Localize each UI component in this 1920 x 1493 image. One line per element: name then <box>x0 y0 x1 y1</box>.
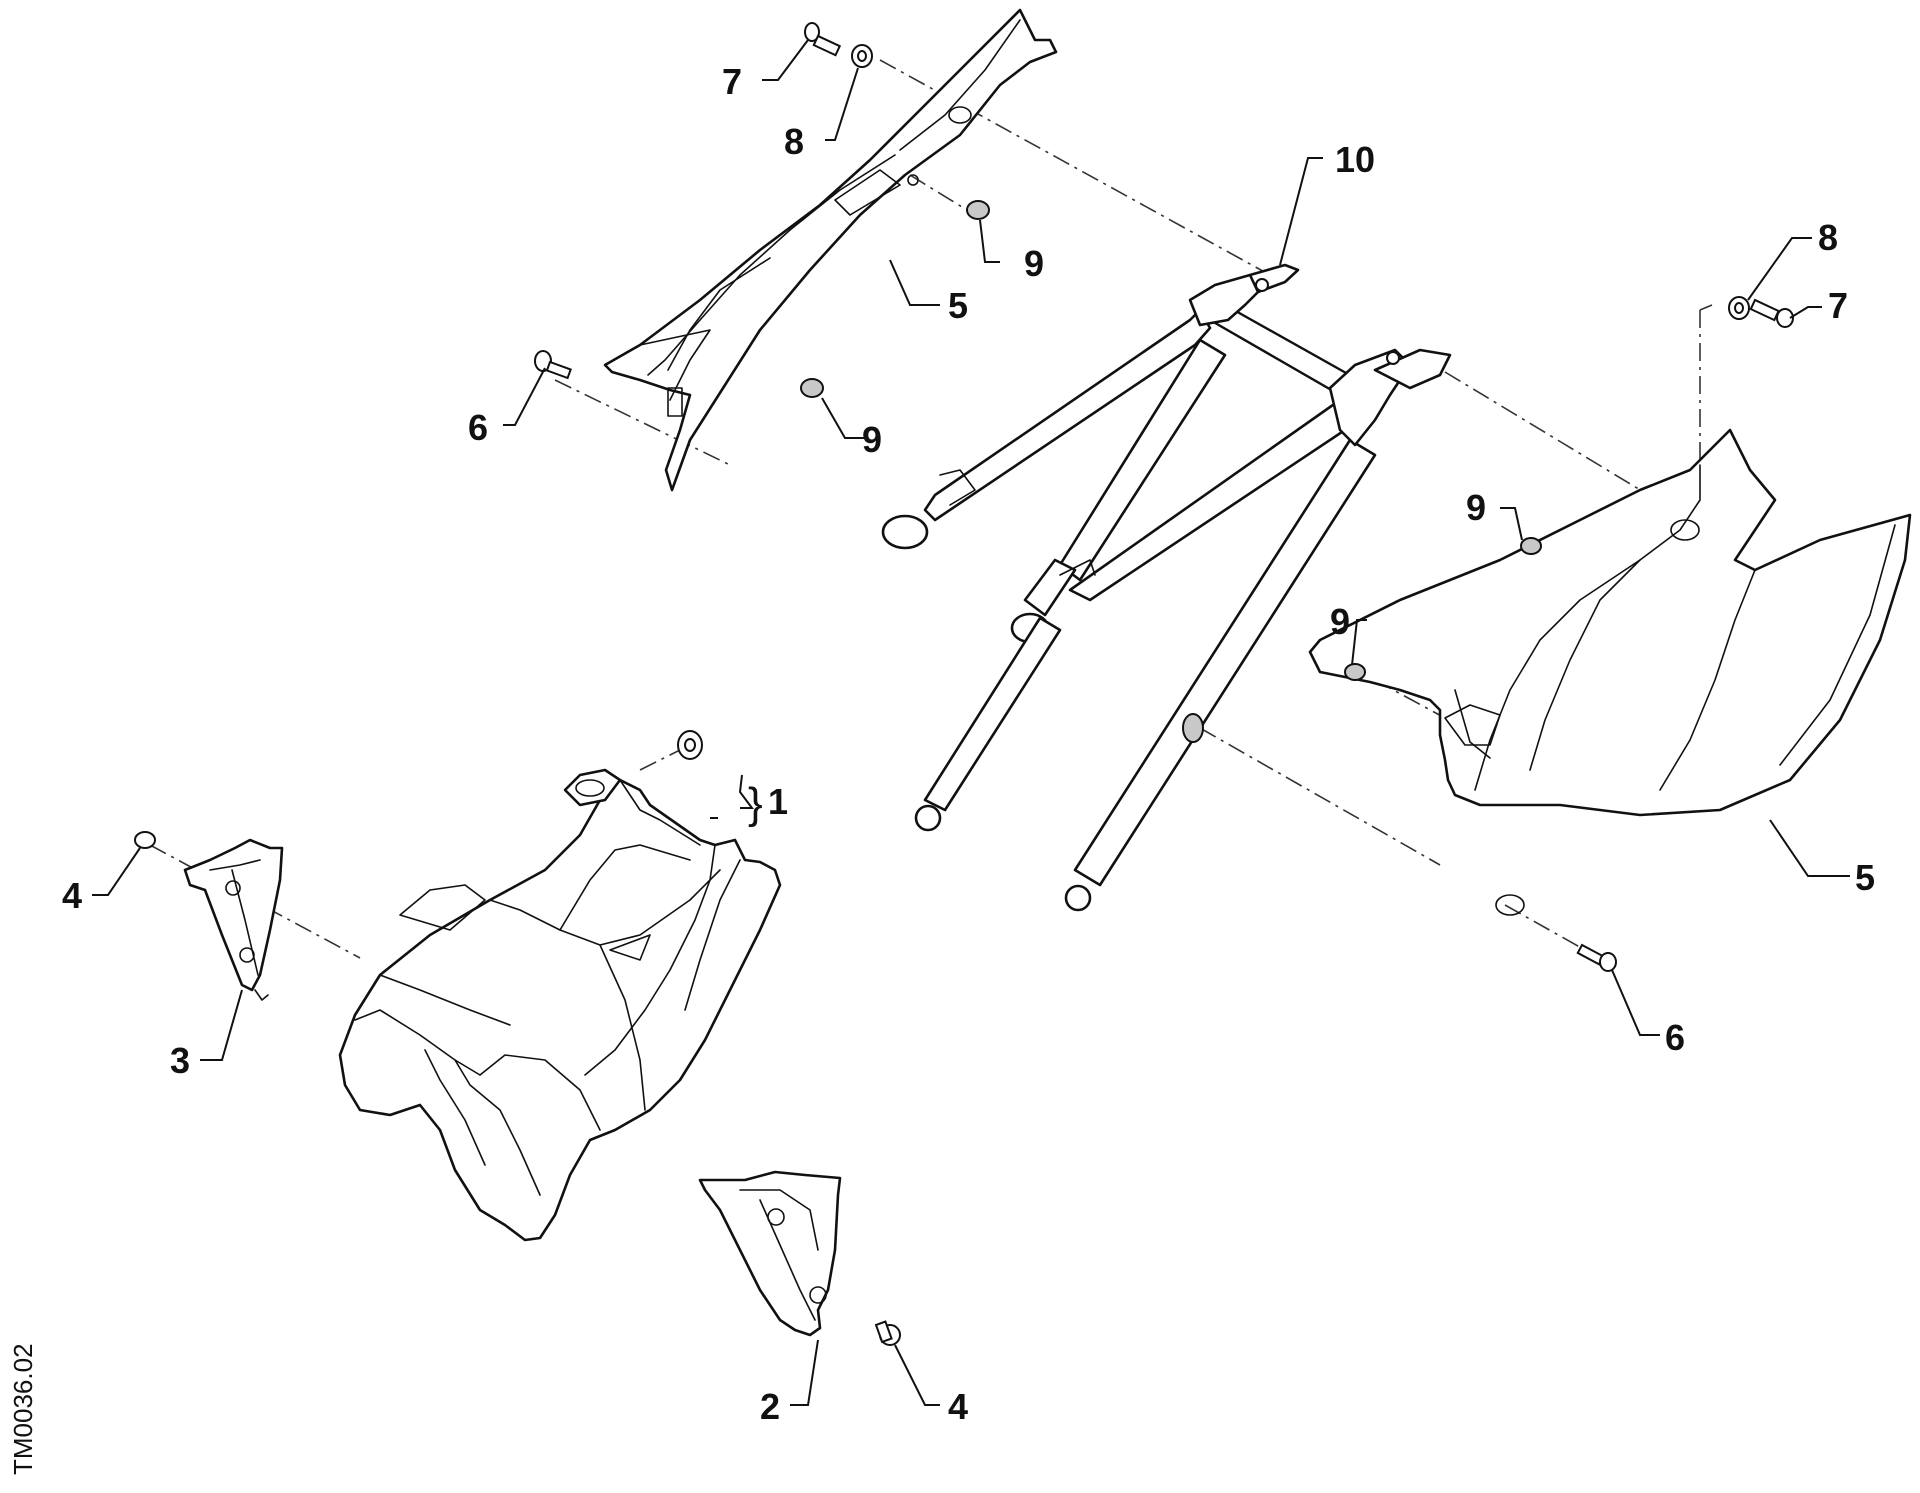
callout-8-right: 8 <box>1818 217 1838 258</box>
bolt-6-left <box>534 350 572 380</box>
callout-labels: 7 8 9 5 9 6 10 8 7 9 9 5 6 4 3 2 4 } 1 <box>62 61 1875 1427</box>
callout-2: 2 <box>760 1386 780 1427</box>
bolt-7-top <box>804 22 842 57</box>
callout-6-left: 6 <box>468 407 488 448</box>
callout-5-top: 5 <box>948 285 968 326</box>
callout-9-mid: 9 <box>862 419 882 460</box>
callout-4-left: 4 <box>62 875 82 916</box>
fuel-tank <box>338 768 782 1242</box>
brace: } <box>748 779 763 828</box>
reference-code-text: TM0036.02 <box>8 1343 38 1475</box>
callout-9-top: 9 <box>1024 243 1044 284</box>
callout-8-top: 8 <box>784 121 804 162</box>
callout-9-right-a: 9 <box>1466 487 1486 528</box>
side-panel-left <box>603 8 1058 492</box>
callout-3: 3 <box>170 1040 190 1081</box>
washer-8-right <box>1728 296 1750 320</box>
plug-9-right-b <box>1344 663 1366 681</box>
callout-1: 1 <box>768 781 788 822</box>
bolt-7-right <box>1749 298 1794 328</box>
callout-4-bottom: 4 <box>948 1386 968 1427</box>
callout-6-right: 6 <box>1665 1017 1685 1058</box>
plug-9-top <box>966 200 990 220</box>
fastener-1 <box>677 730 703 760</box>
callout-9-right-b: 9 <box>1330 601 1350 642</box>
leader-lines <box>92 39 1850 1406</box>
plug-9-mid <box>800 378 824 398</box>
reference-code: TM0036.02 <box>8 1343 38 1475</box>
screw-4-bottom <box>874 1320 901 1346</box>
washer-8-top <box>851 44 873 68</box>
tank-cover-bottom <box>698 1170 842 1337</box>
side-panel-right <box>1308 428 1912 916</box>
callout-5-right: 5 <box>1855 857 1875 898</box>
plug-9-right-a <box>1520 537 1542 555</box>
screw-4-left <box>134 831 156 849</box>
callout-7-right: 7 <box>1828 285 1848 326</box>
tank-cover-left <box>183 838 284 1001</box>
rear-frame <box>881 263 1452 912</box>
bolt-6-right <box>1576 943 1617 972</box>
callout-7-top: 7 <box>722 61 742 102</box>
callout-10: 10 <box>1335 139 1375 180</box>
